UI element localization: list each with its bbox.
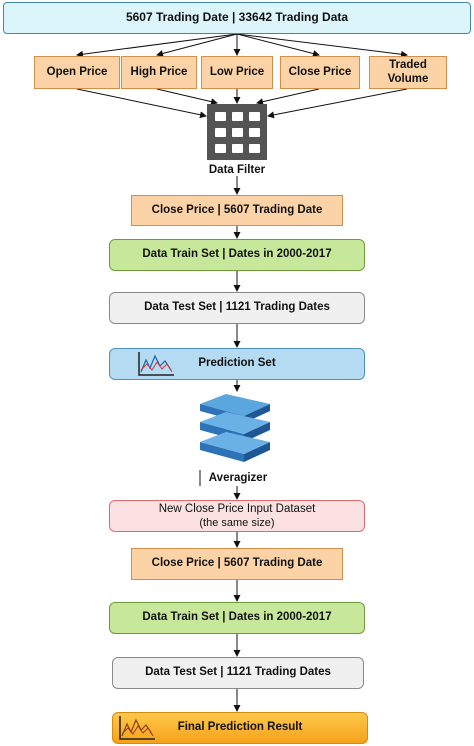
train-set-text: Data Train Set | Dates in 2000-2017 xyxy=(142,611,332,624)
new-input-subtitle: (the same size) xyxy=(199,516,275,529)
prediction-set-text: Prediction Set xyxy=(198,357,276,370)
dataset-summary-text: 5607 Trading Date | 33642 Trading Data xyxy=(125,10,349,25)
feature-low-price: Low Price xyxy=(201,56,273,89)
feature-label: Open Price xyxy=(46,65,108,78)
data-filter-label: Data Filter xyxy=(208,164,266,176)
dataset-summary-box: 5607 Trading Date | 33642 Trading Data xyxy=(3,2,471,34)
feature-label: Close Price xyxy=(288,65,352,78)
line-chart-icon xyxy=(119,716,155,740)
feature-label: Low Price xyxy=(209,65,265,78)
feature-label: Traded Volume xyxy=(387,59,429,85)
train-set-box: Data Train Set | Dates in 2000-2017 xyxy=(109,239,365,271)
close-price-text: Close Price | 5607 Trading Date xyxy=(151,203,323,216)
new-input-dataset-box: New Close Price Input Dataset (the same … xyxy=(109,500,365,532)
line-chart-icon xyxy=(138,352,174,376)
feature-traded-volume: Traded Volume xyxy=(369,56,447,89)
test-set-text: Data Test Set | 1121 Trading Dates xyxy=(145,666,331,679)
test-set-box: Data Test Set | 1121 Trading Dates xyxy=(109,292,365,324)
averagizer-label: Averagizer xyxy=(208,472,268,484)
close-price-box: Close Price | 5607 Trading Date xyxy=(131,195,343,226)
stacked-layers-icon xyxy=(200,394,270,462)
test-set-box-2: Data Test Set | 1121 Trading Dates xyxy=(112,657,364,689)
grid-filter-icon xyxy=(207,104,267,160)
new-input-title: New Close Price Input Dataset xyxy=(158,502,316,515)
feature-close-price: Close Price xyxy=(280,56,360,89)
test-set-text: Data Test Set | 1121 Trading Dates xyxy=(144,301,330,314)
train-set-text: Data Train Set | Dates in 2000-2017 xyxy=(142,248,332,261)
final-prediction-text: Final Prediction Result xyxy=(177,721,303,734)
close-price-text: Close Price | 5607 Trading Date xyxy=(151,557,323,570)
feature-open-price: Open Price xyxy=(34,56,120,89)
train-set-box-2: Data Train Set | Dates in 2000-2017 xyxy=(109,602,365,634)
feature-high-price: High Price xyxy=(121,56,197,89)
close-price-box-2: Close Price | 5607 Trading Date xyxy=(131,548,343,580)
feature-label: High Price xyxy=(130,65,188,78)
